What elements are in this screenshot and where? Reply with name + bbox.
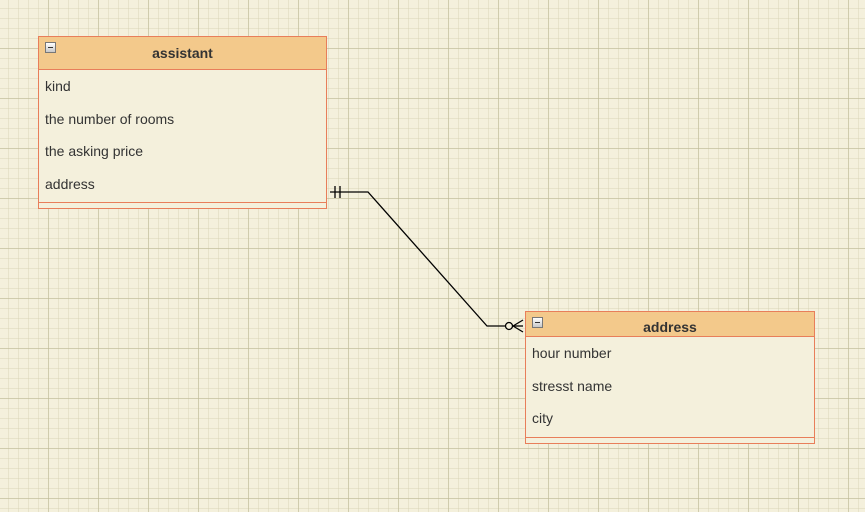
entity-title: assistant: [152, 45, 213, 61]
entity-title: address: [643, 319, 697, 335]
entity-assistant[interactable]: assistant kind the number of rooms the a…: [38, 36, 327, 209]
entity-address[interactable]: address hour number stresst name city: [525, 311, 815, 444]
attribute-row[interactable]: the asking price: [45, 143, 144, 159]
attribute-row[interactable]: address: [45, 175, 95, 192]
attribute-row[interactable]: the number of rooms: [45, 110, 175, 127]
attribute-row[interactable]: stresst name: [532, 377, 613, 394]
entity-divider: [39, 202, 326, 203]
many-marker-prong: [512, 319, 524, 327]
many-marker-prong: [512, 325, 524, 333]
entity-divider: [526, 437, 814, 438]
attribute-row[interactable]: city: [532, 410, 553, 426]
collapse-icon[interactable]: [532, 317, 543, 328]
attribute-row[interactable]: kind: [45, 78, 71, 94]
entity-address-header[interactable]: address: [526, 312, 814, 337]
attribute-row[interactable]: hour number: [532, 345, 612, 361]
collapse-icon[interactable]: [45, 42, 56, 53]
relationship-line: [330, 191, 505, 327]
entity-assistant-header[interactable]: assistant: [39, 37, 326, 70]
zero-marker-circle: [504, 321, 514, 331]
